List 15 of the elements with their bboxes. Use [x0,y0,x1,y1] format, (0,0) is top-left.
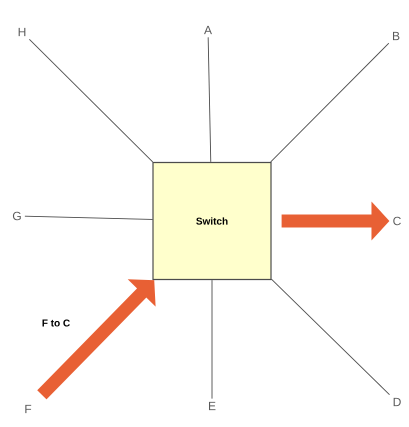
connector-line [271,278,390,396]
port-label: D [394,398,401,406]
connector-line [270,42,390,162]
port-label: C [393,216,401,226]
switch-box: Switch [152,162,272,280]
port-label: B [393,32,400,40]
arrow-label: F to C [42,319,70,327]
port-label: E [209,402,216,410]
connector-line [24,216,153,220]
port-label: A [204,26,212,34]
connector-line [28,38,154,162]
port-label: F [25,404,32,414]
port-label: G [12,212,21,220]
port-label: H [18,28,26,36]
connector-line [208,36,212,162]
